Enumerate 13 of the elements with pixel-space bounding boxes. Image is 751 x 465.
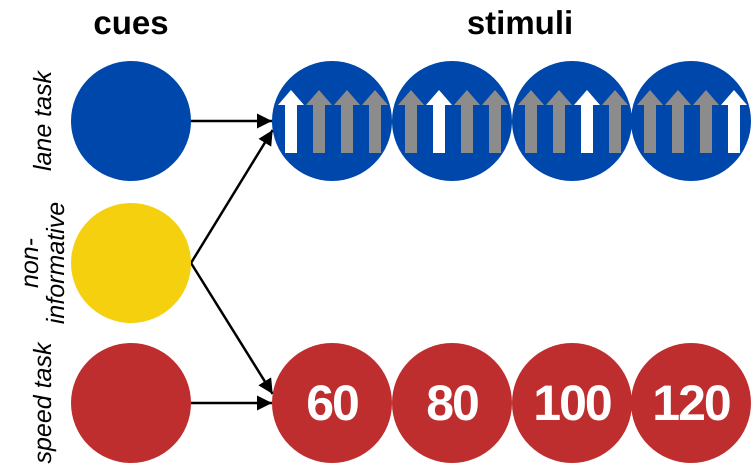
- arrow: [190, 129, 274, 264]
- speed-value: 60: [306, 378, 358, 428]
- speed-value: 100: [533, 378, 611, 428]
- arrow: [191, 396, 272, 410]
- column-heading: stimuli: [466, 4, 574, 42]
- cue-label: speed task: [30, 340, 56, 465]
- speed-value: 80: [426, 378, 478, 428]
- arrow: [190, 262, 274, 395]
- cue-label: lane task: [30, 69, 56, 174]
- speed-value: 120: [652, 378, 730, 428]
- cue-label: non- informative: [16, 200, 70, 326]
- column-heading: cues: [93, 4, 169, 42]
- arrow: [191, 114, 272, 128]
